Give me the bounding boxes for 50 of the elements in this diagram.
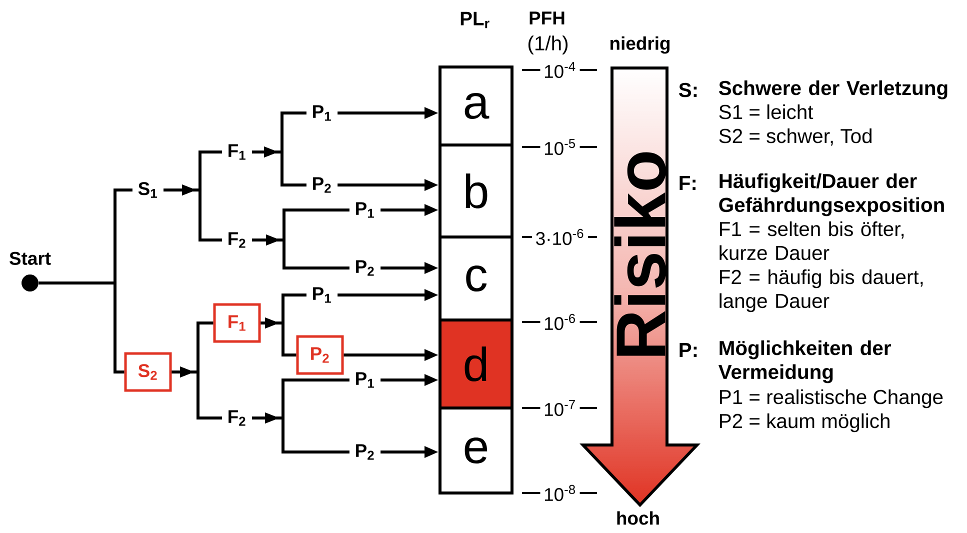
branch-label: F$_{2}$	[228, 410, 246, 426]
category-heading: Schwere der Verletzung	[718, 80, 948, 100]
category-description: F2 = häufig bis dauert, lange Dauer	[720, 269, 923, 312]
branch-label: F$_{1}$	[228, 144, 246, 160]
category-heading: Möglichkeiten der Vermeidung	[718, 340, 891, 384]
tick-label: 10$^{-6}$	[544, 314, 575, 330]
branch-label: P$_{1}$	[356, 372, 374, 388]
highlighted-box: S$_{2}$	[124, 352, 172, 392]
level-box: d	[438, 318, 514, 410]
category-description: P1 = realistische Change	[720, 389, 943, 408]
highlighted-box: P$_{2}$	[296, 335, 344, 375]
branch-line	[252, 412, 350, 454]
category-description: S2 = schwer, Tod	[719, 128, 872, 146]
tick-label: 10$^{-4}$	[544, 62, 576, 78]
arrow-end-label: niedrig	[610, 36, 670, 54]
branch-line	[252, 234, 350, 270]
branch-line	[38, 282, 124, 374]
column-heading: PFH	[530, 12, 564, 24]
branch-label: P$_{1}$	[356, 202, 374, 218]
branch-line	[252, 146, 306, 186]
tick-label: 10$^{-5}$	[544, 138, 576, 156]
arrow-end-label: hoch	[617, 511, 659, 525]
tick-label: 10$^{-8}$	[544, 484, 575, 502]
tick-label: 10$^{-7}$	[544, 400, 575, 416]
level-box: b	[438, 144, 514, 238]
category-heading: Häufigkeit/Dauer der Gefährdungsexposition	[719, 173, 944, 216]
node-label: Start	[10, 252, 51, 265]
branch-line	[164, 184, 222, 242]
branch-label: P$_{2}$	[313, 177, 331, 193]
start-node: Start	[10, 252, 51, 292]
highlighted-box: F$_{1}$	[213, 303, 261, 343]
branch-label: P$_{1}$	[313, 105, 331, 121]
level-box: c	[438, 236, 514, 322]
category-description: P2 = kaum möglich	[720, 413, 890, 432]
level-box: a	[438, 66, 514, 146]
branch-line	[172, 366, 222, 420]
category-letter: P:	[680, 343, 697, 357]
branch-label: P$_{2}$	[356, 444, 374, 460]
category-letter: S:	[678, 82, 697, 98]
branch-label: F$_{2}$	[228, 232, 246, 248]
branch-label: S$_{1}$	[138, 182, 157, 198]
column-heading: PL$_{r}$	[460, 12, 490, 28]
category-description: F1 = selten bis öfter, kurze Dauer	[720, 221, 904, 260]
branch-label: P$_{1}$	[313, 287, 331, 303]
level-box: e	[438, 406, 514, 494]
branch-line	[260, 318, 296, 356]
branch-label: P$_{2}$	[356, 260, 374, 276]
unit-label: (1/h)	[528, 36, 568, 54]
category-letter: F:	[680, 176, 696, 190]
category-description: S1 = leicht	[719, 104, 814, 120]
